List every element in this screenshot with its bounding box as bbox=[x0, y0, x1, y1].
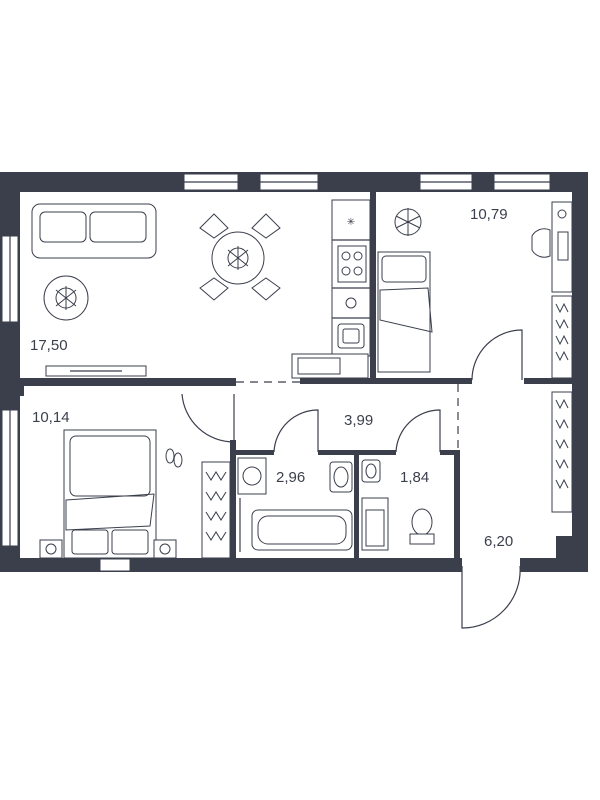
kitchen-tap bbox=[345, 297, 357, 309]
area-living: 17,50 bbox=[30, 337, 68, 354]
wall-bath-top bbox=[230, 450, 274, 455]
window-bath-bottom bbox=[99, 558, 131, 572]
toilet-furniture bbox=[361, 459, 435, 551]
washing-machine bbox=[237, 457, 267, 495]
windows bbox=[1, 173, 551, 572]
toilet-bowl bbox=[411, 508, 433, 536]
chair-2 bbox=[251, 213, 281, 239]
door-entrance bbox=[461, 565, 521, 629]
area-bedroom: 10,14 bbox=[32, 409, 70, 426]
desk-chair bbox=[531, 228, 551, 258]
area-hall: 6,20 bbox=[484, 533, 513, 550]
door-bedroom-small bbox=[471, 329, 523, 381]
desk bbox=[551, 201, 573, 293]
bedroom-furniture bbox=[39, 429, 231, 559]
wall-living-bottom bbox=[20, 378, 236, 386]
area-bathroom: 2,96 bbox=[276, 469, 305, 486]
wall-bath-toilet bbox=[354, 450, 359, 562]
wall-living-bedroom bbox=[370, 192, 376, 380]
chair-4 bbox=[251, 277, 281, 301]
door-bedroom bbox=[181, 393, 235, 443]
doors bbox=[181, 329, 523, 629]
door-toilet bbox=[395, 409, 441, 453]
wall-toilet-right bbox=[454, 450, 460, 562]
fridge-icon: ✳ bbox=[347, 217, 355, 228]
area-bedroom-small: 10,79 bbox=[470, 206, 508, 223]
wall-right-step bbox=[556, 536, 588, 572]
wall-bedroom-top bbox=[20, 386, 24, 396]
living-furniture: ✳ bbox=[31, 199, 371, 379]
bathtub bbox=[251, 509, 353, 551]
bathroom-furniture bbox=[237, 457, 353, 552]
hob bbox=[337, 245, 367, 283]
door-bathroom bbox=[273, 409, 319, 453]
wall-right bbox=[572, 172, 588, 544]
chair-1 bbox=[199, 213, 229, 239]
nightstand-left bbox=[39, 539, 63, 559]
chair-3 bbox=[199, 277, 229, 301]
wall-right-h bbox=[524, 378, 572, 384]
kitchen-sink bbox=[337, 323, 365, 349]
bedroom-small-furniture bbox=[377, 201, 581, 379]
wardrobe-bedroom bbox=[201, 461, 231, 559]
slippers bbox=[165, 448, 175, 464]
wall-mid-h bbox=[300, 378, 472, 384]
area-labels: 17,50 10,79 10,14 3,99 2,96 1,84 6,20 bbox=[30, 206, 513, 550]
nightstand-right bbox=[153, 539, 177, 559]
toilet-sink bbox=[361, 459, 381, 483]
bathroom-sink bbox=[329, 461, 353, 493]
hall-furniture bbox=[551, 391, 573, 513]
area-toilet: 1,84 bbox=[400, 469, 429, 486]
wall-bedroom-right bbox=[230, 440, 236, 562]
hall-wardrobe bbox=[551, 391, 573, 513]
wall-bath-top3 bbox=[440, 450, 460, 455]
area-corridor: 3,99 bbox=[344, 412, 373, 429]
